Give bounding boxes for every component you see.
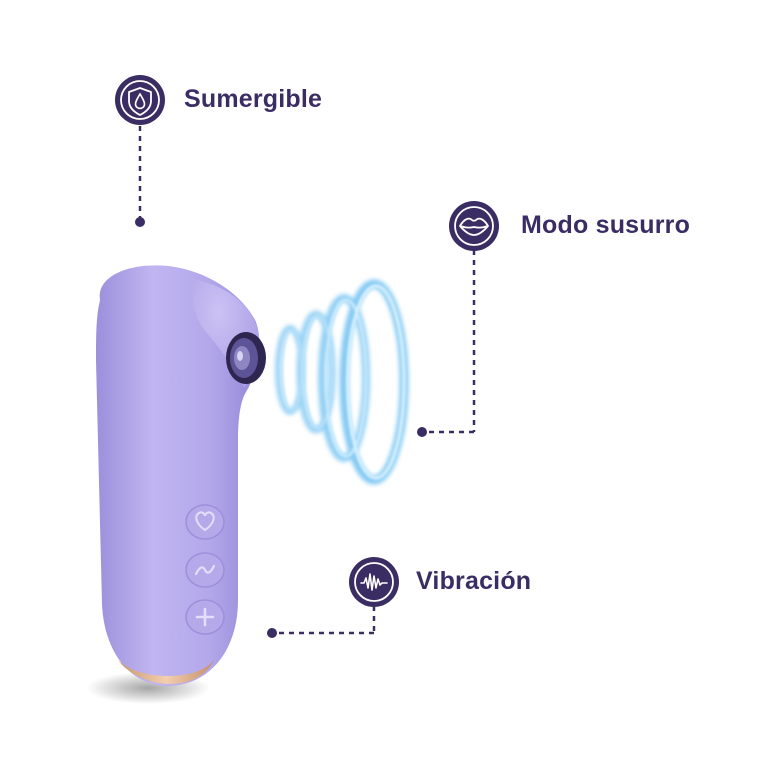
device — [96, 265, 266, 686]
lips-icon — [459, 217, 489, 236]
suction-nozzle — [226, 332, 266, 384]
feature-label-modo-susurro: Modo susurro — [521, 211, 691, 239]
control-buttons — [185, 504, 225, 635]
feature-label-sumergible: Sumergible — [184, 85, 323, 113]
heart-button-icon — [195, 511, 215, 532]
sound-wave-icon — [360, 573, 388, 591]
modo-susurro-badge — [449, 201, 499, 251]
connector-dots — [135, 217, 427, 638]
connector-lines — [138, 126, 476, 635]
vibracion-badge — [349, 557, 399, 607]
pulse-rings — [275, 279, 409, 485]
device-tip — [118, 660, 214, 684]
wave-button-icon — [194, 564, 216, 576]
plus-button-icon — [195, 607, 215, 627]
sumergible-badge — [115, 75, 165, 125]
water-drop-shield-icon — [128, 87, 152, 116]
feature-label-vibracion: Vibración — [416, 567, 532, 595]
